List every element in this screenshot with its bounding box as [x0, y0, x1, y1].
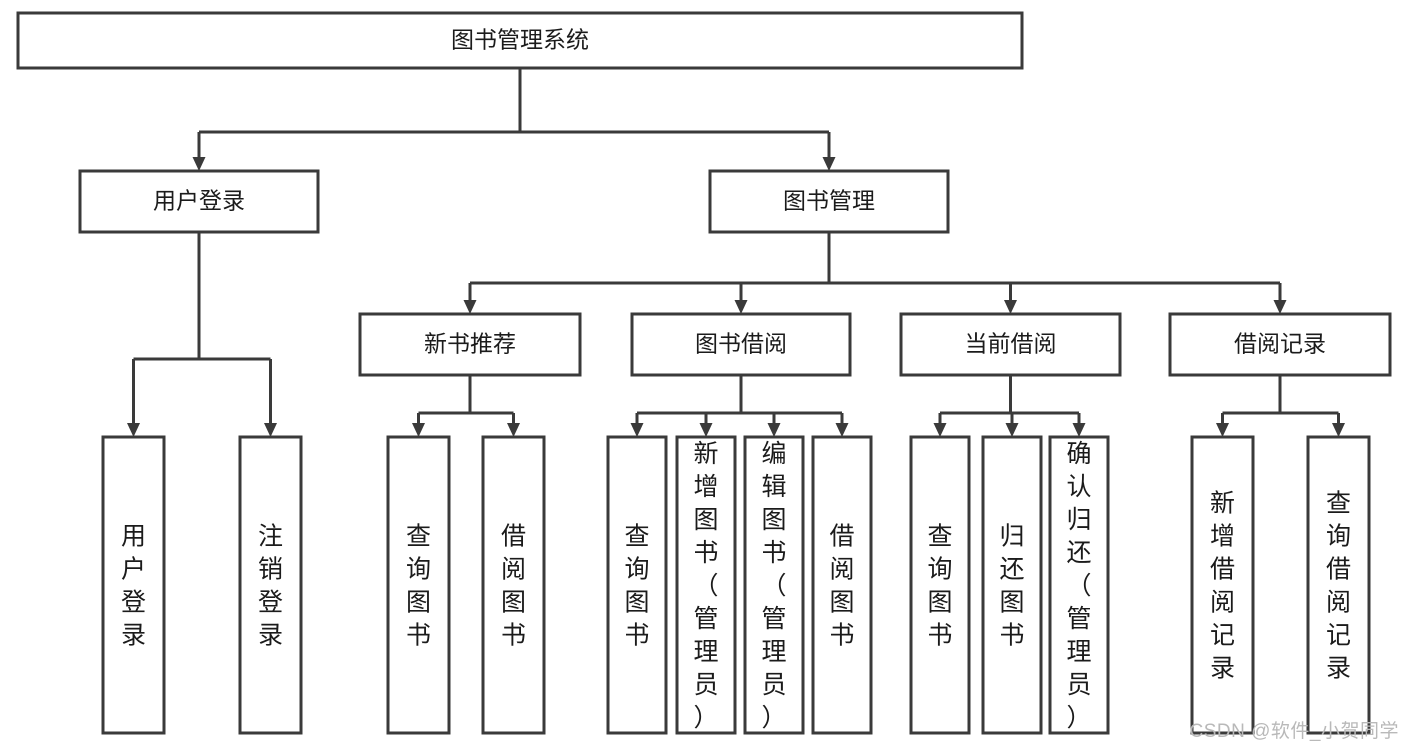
arrow-head-icon — [1004, 300, 1017, 314]
node-label: 借阅图书 — [501, 523, 526, 650]
arrow-head-icon — [822, 157, 836, 171]
node-leaf-confirm-return[interactable]: 确认归还（管理员） — [1048, 435, 1110, 735]
node-box — [981, 435, 1043, 735]
arrow-head-icon — [1216, 423, 1229, 437]
arrow-head-icon — [192, 157, 206, 171]
node-user-login[interactable]: 用户登录 — [78, 169, 320, 234]
node-box — [78, 169, 320, 234]
arrow-head-icon — [933, 423, 947, 437]
node-leaf-user-logout[interactable]: 注销登录 — [238, 435, 303, 735]
node-label: 借阅记录 — [1234, 331, 1326, 357]
node-label: 注销登录 — [258, 523, 283, 650]
node-label: 查询图书 — [927, 523, 952, 650]
node-book-borrow[interactable]: 图书借阅 — [630, 312, 852, 377]
arrow-head-icon — [734, 300, 748, 314]
node-leaf-borrow-book-1[interactable]: 借阅图书 — [481, 435, 546, 735]
arrow-head-icon — [1072, 423, 1086, 437]
node-box — [675, 435, 737, 735]
arrow-head-icon — [1332, 423, 1345, 437]
node-leaf-add-book[interactable]: 新增图书（管理员） — [675, 435, 737, 735]
node-box — [1306, 435, 1371, 735]
node-label: 图书管理系统 — [451, 27, 589, 53]
node-box — [630, 312, 852, 377]
arrow-head-icon — [127, 423, 140, 437]
node-leaf-add-record[interactable]: 新增借阅记录 — [1190, 435, 1255, 735]
arrow-head-icon — [1273, 300, 1287, 314]
node-leaf-query-book-1[interactable]: 查询图书 — [386, 435, 451, 735]
connector-layer — [127, 68, 1345, 437]
arrow-head-icon — [699, 423, 713, 437]
node-box — [101, 435, 166, 735]
node-label: 编辑图书（管理员） — [761, 440, 786, 732]
node-label: 图书借阅 — [695, 331, 787, 357]
node-label: 用户登录 — [153, 188, 245, 214]
node-leaf-return-book[interactable]: 归还图书 — [981, 435, 1043, 735]
node-box — [743, 435, 805, 735]
node-book-manage[interactable]: 图书管理 — [708, 169, 950, 234]
node-leaf-query-book-3[interactable]: 查询图书 — [909, 435, 971, 735]
arrow-head-icon — [630, 423, 644, 437]
arrow-head-icon — [1005, 423, 1019, 437]
arrow-head-icon — [767, 423, 781, 437]
node-label: 归还图书 — [999, 523, 1024, 650]
node-label: 新增借阅记录 — [1210, 490, 1235, 683]
node-box — [811, 435, 873, 735]
csdn-watermark: CSDN @软件_小贺同学 — [1189, 721, 1399, 742]
node-label: 新书推荐 — [424, 331, 516, 357]
node-box — [1168, 312, 1392, 377]
node-layer: 图书管理系统用户登录图书管理新书推荐图书借阅当前借阅借阅记录用户登录注销登录查询… — [16, 11, 1392, 735]
node-label: 查询图书 — [624, 523, 649, 650]
arrow-head-icon — [412, 423, 425, 437]
node-box — [1190, 435, 1255, 735]
node-box — [606, 435, 668, 735]
node-label: 查询借阅记录 — [1326, 490, 1351, 683]
arrow-head-icon — [507, 423, 520, 437]
node-label: 借阅图书 — [829, 523, 854, 650]
node-leaf-edit-book[interactable]: 编辑图书（管理员） — [743, 435, 805, 735]
node-box — [909, 435, 971, 735]
node-box — [238, 435, 303, 735]
node-box — [16, 11, 1024, 70]
arrow-head-icon — [463, 300, 477, 314]
node-borrow-record[interactable]: 借阅记录 — [1168, 312, 1392, 377]
node-box — [358, 312, 582, 377]
node-leaf-query-book-2[interactable]: 查询图书 — [606, 435, 668, 735]
node-label: 当前借阅 — [965, 331, 1057, 357]
node-root[interactable]: 图书管理系统 — [16, 11, 1024, 70]
arrow-head-icon — [835, 423, 849, 437]
node-box — [1048, 435, 1110, 735]
node-box — [481, 435, 546, 735]
node-label: 查询图书 — [406, 523, 431, 650]
arrow-head-icon — [264, 423, 277, 437]
node-box — [386, 435, 451, 735]
node-label: 图书管理 — [783, 188, 875, 214]
node-leaf-query-record[interactable]: 查询借阅记录 — [1306, 435, 1371, 735]
node-new-book-rec[interactable]: 新书推荐 — [358, 312, 582, 377]
node-current-borrow[interactable]: 当前借阅 — [899, 312, 1122, 377]
node-leaf-user-login[interactable]: 用户登录 — [101, 435, 166, 735]
node-box — [708, 169, 950, 234]
node-leaf-borrow-book-2[interactable]: 借阅图书 — [811, 435, 873, 735]
node-label: 用户登录 — [121, 523, 146, 650]
node-label: 新增图书（管理员） — [693, 440, 718, 732]
node-box — [899, 312, 1122, 377]
node-label: 确认归还（管理员） — [1066, 440, 1091, 732]
